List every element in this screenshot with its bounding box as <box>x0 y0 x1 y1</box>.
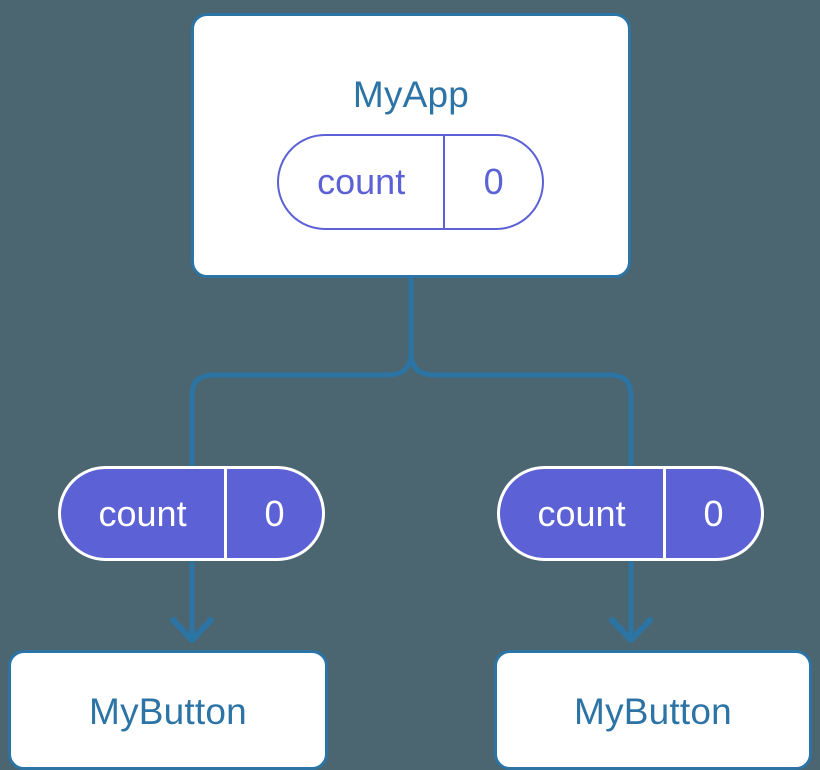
component-title-mybutton: MyButton <box>574 691 732 732</box>
prop-pill-right-count[interactable]: count 0 <box>497 466 764 561</box>
connector-fork-left-branch <box>189 348 414 469</box>
component-box-mybutton-right[interactable]: MyButton <box>494 650 812 770</box>
arrowhead-right <box>609 617 653 643</box>
connector-fork-right-branch <box>408 348 634 469</box>
prop-pill-value: 0 <box>663 469 761 558</box>
prop-pill-value: 0 <box>224 469 322 558</box>
state-pill-key: count <box>317 161 406 202</box>
prop-pill-key: count <box>98 492 187 534</box>
component-title-myapp: MyApp <box>352 74 470 115</box>
arrowhead-left <box>170 617 214 643</box>
state-pill-value: 0 <box>443 136 542 228</box>
state-pill-myapp-count[interactable]: count 0 <box>277 134 544 230</box>
prop-pill-key: count <box>537 492 626 534</box>
component-title-mybutton: MyButton <box>89 691 247 732</box>
prop-pill-left-count[interactable]: count 0 <box>58 466 325 561</box>
component-box-mybutton-left[interactable]: MyButton <box>8 650 328 770</box>
